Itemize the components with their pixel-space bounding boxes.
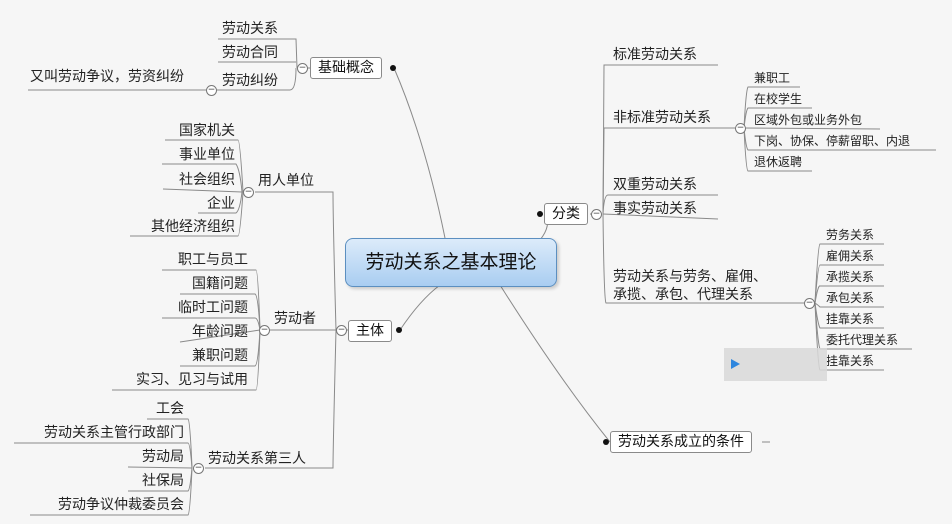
leaf-other-economic-org[interactable]: 其他经济组织 (151, 219, 235, 235)
collapse-toggle-icon[interactable]: − (206, 85, 217, 96)
node-worker[interactable]: 劳动者 (274, 311, 316, 327)
branch-dot (396, 327, 402, 333)
collapse-toggle-icon[interactable]: − (336, 325, 347, 336)
leaf-admin-dept[interactable]: 劳动关系主管行政部门 (44, 425, 184, 441)
collapse-toggle-icon[interactable]: − (243, 187, 254, 198)
node-employer[interactable]: 用人单位 (258, 173, 314, 189)
branch-subjects[interactable]: 主体 (348, 320, 392, 342)
node-nonstandard-relation[interactable]: 非标准劳动关系 (613, 110, 711, 126)
leaf-labor-relation[interactable]: 劳动关系 (222, 21, 278, 37)
root-topic[interactable]: 劳动关系之基本理论 (345, 238, 557, 287)
leaf-age[interactable]: 年龄问题 (192, 324, 248, 340)
media-overlay[interactable] (724, 348, 827, 381)
node-comparison-line2[interactable]: 承揽、承包、代理关系 (613, 287, 753, 303)
collapse-toggle-icon[interactable]: − (297, 63, 308, 74)
leaf-labor-service[interactable]: 劳务关系 (826, 228, 875, 242)
leaf-enterprise[interactable]: 企业 (207, 196, 235, 212)
leaf-rehired-retiree[interactable]: 退休返聘 (754, 155, 803, 169)
play-icon[interactable] (731, 359, 740, 369)
collapse-toggle-icon[interactable]: − (259, 325, 270, 336)
branch-classification[interactable]: 分类 (544, 203, 588, 225)
leaf-social-organization[interactable]: 社会组织 (179, 172, 235, 188)
leaf-contracting-work[interactable]: 承揽关系 (826, 270, 875, 284)
leaf-temp-worker[interactable]: 临时工问题 (178, 300, 248, 316)
leaf-affiliation[interactable]: 挂靠关系 (826, 312, 875, 326)
branch-dot (603, 439, 609, 445)
leaf-labor-dispute[interactable]: 劳动纠纷 (222, 73, 278, 89)
branch-establish-conditions[interactable]: 劳动关系成立的条件 (610, 431, 752, 453)
branch-dot (537, 211, 543, 217)
leaf-labor-contract[interactable]: 劳动合同 (222, 45, 278, 61)
leaf-agency[interactable]: 委托代理关系 (826, 333, 899, 347)
leaf-laid-off[interactable]: 下岗、协保、停薪留职、内退 (754, 134, 911, 148)
leaf-public-institution[interactable]: 事业单位 (179, 147, 235, 163)
collapse-toggle-icon[interactable]: − (591, 209, 602, 220)
leaf-dispute-note[interactable]: 又叫劳动争议，劳资纠纷 (30, 69, 184, 85)
leaf-internship[interactable]: 实习、见习与试用 (136, 372, 248, 388)
leaf-part-timer[interactable]: 兼职工 (754, 71, 791, 85)
collapse-toggle-icon[interactable]: − (193, 463, 204, 474)
node-third-party[interactable]: 劳动关系第三人 (208, 451, 306, 467)
collapse-toggle-icon[interactable]: − (804, 298, 815, 309)
node-comparison-line1[interactable]: 劳动关系与劳务、雇佣、 (613, 269, 767, 285)
leaf-contracting[interactable]: 承包关系 (826, 291, 875, 305)
leaf-state-organ[interactable]: 国家机关 (179, 123, 235, 139)
leaf-arbitration[interactable]: 劳动争议仲裁委员会 (58, 497, 184, 513)
leaf-part-time[interactable]: 兼职问题 (192, 348, 248, 364)
branch-dot (390, 65, 396, 71)
leaf-affiliation-2[interactable]: 挂靠关系 (826, 354, 875, 368)
collapse-toggle-icon[interactable]: − (735, 123, 746, 134)
leaf-outsourcing[interactable]: 区域外包或业务外包 (754, 113, 863, 127)
leaf-labor-bureau[interactable]: 劳动局 (142, 449, 184, 465)
leaf-staff-employee[interactable]: 职工与员工 (178, 252, 248, 268)
leaf-de-facto-relation[interactable]: 事实劳动关系 (613, 201, 697, 217)
leaf-nationality[interactable]: 国籍问题 (192, 276, 248, 292)
leaf-union[interactable]: 工会 (156, 401, 184, 417)
branch-basic-concepts[interactable]: 基础概念 (310, 57, 382, 79)
leaf-standard-relation[interactable]: 标准劳动关系 (613, 47, 697, 63)
leaf-social-security[interactable]: 社保局 (142, 473, 184, 489)
leaf-student[interactable]: 在校学生 (754, 92, 803, 106)
leaf-employment[interactable]: 雇佣关系 (826, 249, 875, 263)
leaf-dual-relation[interactable]: 双重劳动关系 (613, 177, 697, 193)
